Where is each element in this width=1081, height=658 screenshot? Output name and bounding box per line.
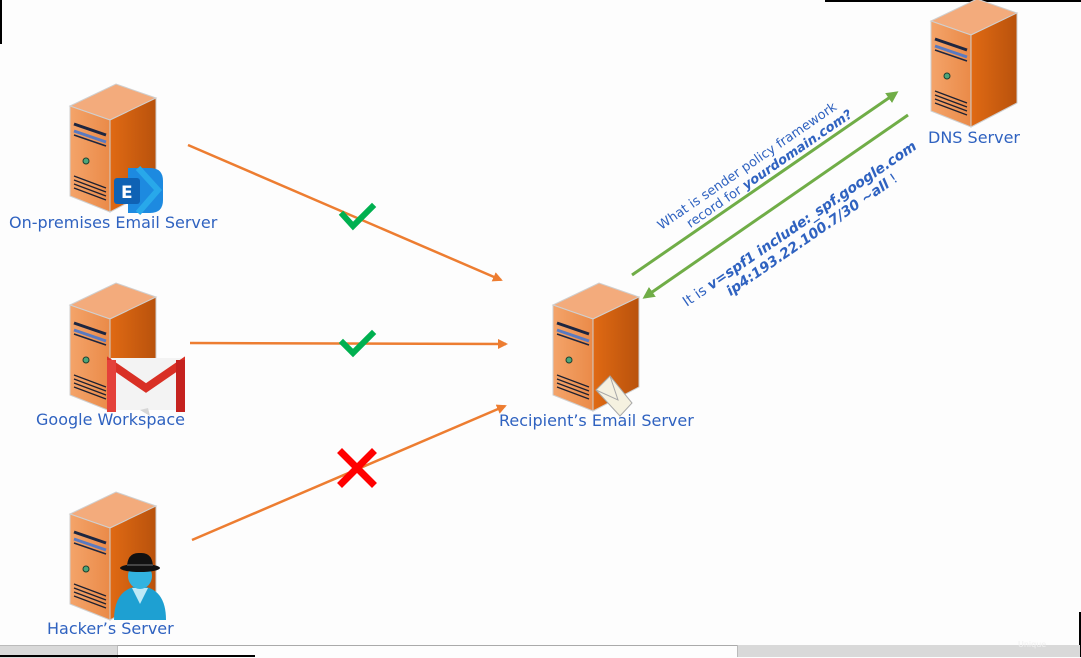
frame-border-left [0, 0, 2, 44]
dns-server-icon [929, 0, 1019, 129]
bottom-border [0, 655, 255, 657]
gmail-logo-icon [107, 356, 185, 416]
check-icon-google [338, 329, 377, 358]
bottom-strip-right [737, 645, 1080, 657]
dns-answer-arrow [642, 113, 909, 299]
svg-text:E: E [121, 183, 133, 203]
flow-arrow-google [189, 338, 508, 349]
recipient-label: Recipient’s Email Server [499, 411, 694, 430]
hacker-avatar-icon [114, 552, 166, 620]
watermark: Unique [1018, 640, 1047, 649]
dns-label: DNS Server [928, 128, 1020, 147]
exchange-logo-icon: E [114, 165, 163, 215]
google-label: Google Workspace [36, 410, 185, 429]
frame-border-top [825, 0, 1081, 2]
cross-icon-hacker [337, 448, 377, 488]
check-icon-onprem [338, 202, 377, 231]
frame-border-right [1079, 612, 1081, 657]
hacker-label: Hacker’s Server [47, 619, 174, 638]
dns-query-arrow [631, 91, 899, 277]
envelope-icon [595, 375, 633, 417]
bottom-strip-left [0, 645, 117, 658]
bottom-strip-mid [117, 645, 738, 658]
on-prem-label: On-premises Email Server [9, 213, 218, 232]
recipient-server-icon [551, 281, 641, 413]
